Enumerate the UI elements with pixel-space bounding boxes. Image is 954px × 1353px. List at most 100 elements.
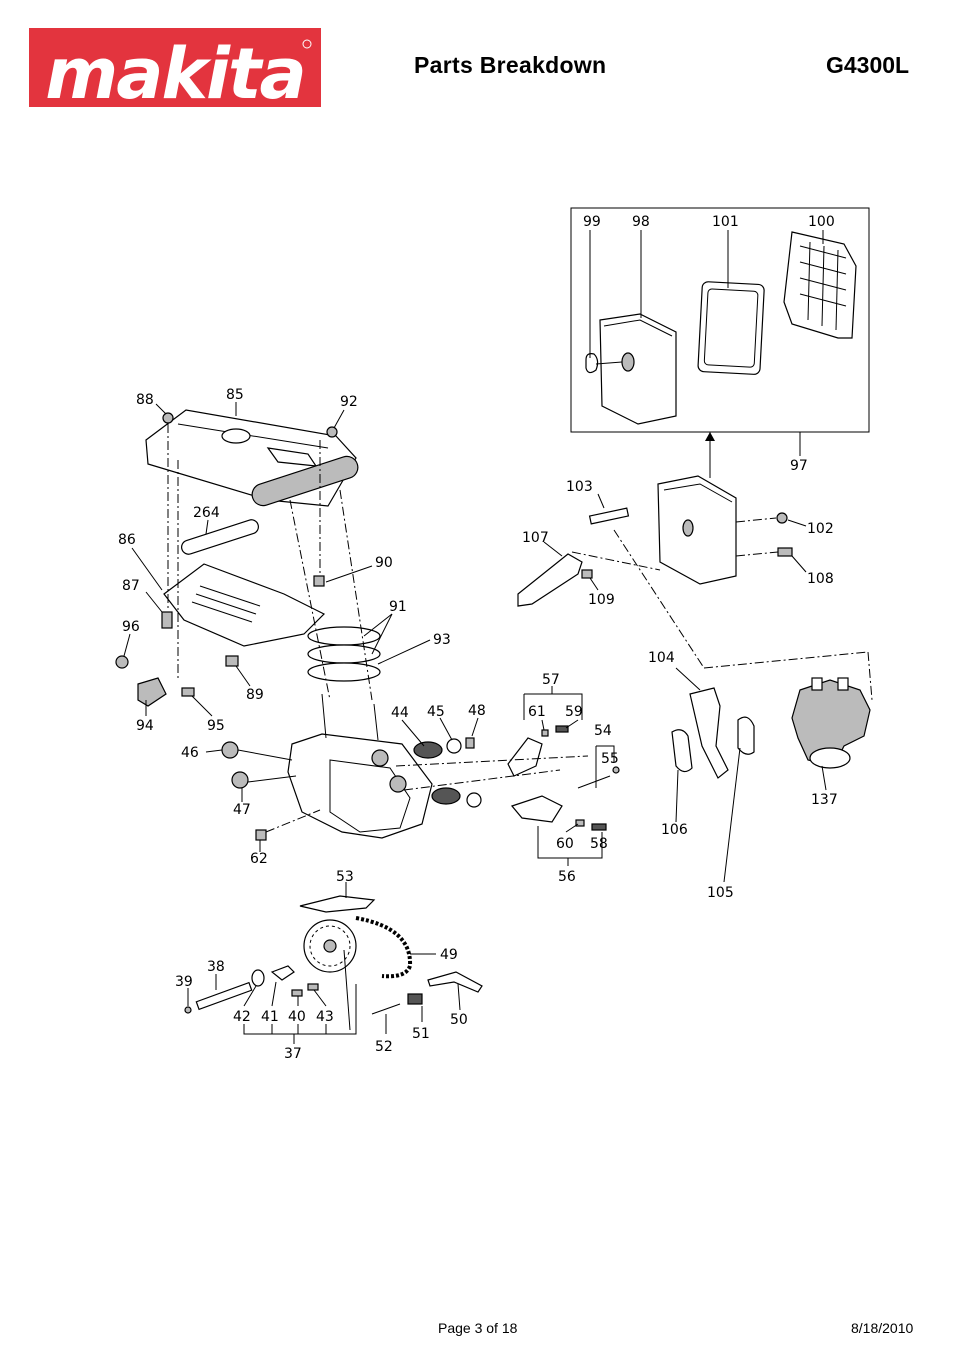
part-62-shape [255, 829, 267, 841]
label-49: 49 [440, 947, 458, 963]
part-96-shape [115, 655, 129, 669]
label-92: 92 [340, 394, 358, 410]
part-100-shape [783, 231, 857, 339]
label-102: 102 [807, 521, 834, 537]
label-60: 60 [556, 836, 574, 852]
label-103: 103 [566, 479, 593, 495]
part-44-shape [413, 741, 443, 759]
part-101-shape [697, 281, 765, 375]
label-89: 89 [246, 687, 264, 703]
part-52-shape [371, 1003, 401, 1015]
label-37: 37 [284, 1046, 302, 1062]
part-97-shape [657, 475, 737, 585]
part-106-shape [671, 729, 693, 773]
label-99: 99 [583, 214, 601, 230]
part-41-shape [270, 965, 295, 981]
label-50: 50 [450, 1012, 468, 1028]
part-87-shape [161, 611, 173, 629]
document-date: 8/18/2010 [851, 1320, 914, 1336]
label-61: 61 [528, 704, 546, 720]
part-264-shape [181, 519, 259, 555]
label-104: 104 [648, 650, 675, 666]
part-51-shape [407, 993, 423, 1005]
label-42: 42 [233, 1009, 251, 1025]
part-86-shape [163, 563, 326, 647]
label-54: 54 [594, 723, 612, 739]
muffler-pipe-shape [251, 455, 359, 507]
label-107: 107 [522, 530, 549, 546]
label-41: 41 [261, 1009, 279, 1025]
label-56: 56 [558, 869, 576, 885]
label-47: 47 [233, 802, 251, 818]
part-61-shape [541, 729, 549, 737]
part-38-shape [195, 981, 253, 1011]
part-56-shape [510, 795, 563, 823]
part-108-shape [777, 547, 793, 557]
label-87: 87 [122, 578, 140, 594]
part-49-shape [355, 916, 413, 979]
part-54-shape [577, 775, 611, 789]
part-47-shape [231, 771, 249, 789]
air-filter-inset-box [570, 207, 870, 433]
part-42-shape [251, 969, 265, 987]
part-46-shape [221, 741, 239, 759]
label-97: 97 [790, 458, 808, 474]
part-60-shape [575, 819, 585, 827]
part-92-shape [326, 426, 338, 438]
label-59: 59 [565, 704, 583, 720]
label-95: 95 [207, 718, 225, 734]
label-58: 58 [590, 836, 608, 852]
part-107-shape [517, 553, 583, 607]
label-52: 52 [375, 1039, 393, 1055]
label-101: 101 [712, 214, 739, 230]
makita-logo: makita [29, 28, 321, 107]
part-91-shape [307, 626, 381, 646]
label-109: 109 [588, 592, 615, 608]
part-90-shape [313, 575, 325, 587]
logo-wordmark: makita [45, 33, 304, 107]
part-98-shape [599, 313, 677, 425]
part-labels: 99 98 101 100 97 88 85 92 103 102 264 10… [118, 214, 838, 1062]
label-90: 90 [375, 555, 393, 571]
label-48: 48 [468, 703, 486, 719]
label-105: 105 [707, 885, 734, 901]
part-85-shape [145, 409, 357, 507]
label-46: 46 [181, 745, 199, 761]
label-53: 53 [336, 869, 354, 885]
label-93: 93 [433, 632, 451, 648]
label-45: 45 [427, 704, 445, 720]
page-title: Parts Breakdown [414, 52, 607, 78]
label-51: 51 [412, 1026, 430, 1042]
label-264: 264 [193, 505, 220, 521]
label-86: 86 [118, 532, 136, 548]
label-44: 44 [391, 705, 409, 721]
label-88: 88 [136, 392, 154, 408]
part-48-shape [465, 737, 475, 749]
part-105-shape [737, 716, 755, 755]
part-88-shape [162, 412, 174, 424]
part-137-shape [791, 679, 871, 767]
part-53-shape [299, 895, 376, 913]
part-103-shape [588, 507, 630, 525]
label-62: 62 [250, 851, 268, 867]
label-96: 96 [122, 619, 140, 635]
part-99-shape [585, 353, 599, 374]
part-109-shape [581, 569, 593, 579]
part-57-shape [507, 737, 543, 777]
part-50-shape [427, 971, 483, 993]
part-58-shape [591, 823, 607, 831]
label-91: 91 [389, 599, 407, 615]
label-40: 40 [288, 1009, 306, 1025]
label-57: 57 [542, 672, 560, 688]
part-102-shape [776, 512, 788, 524]
part-39-shape [184, 1006, 192, 1014]
label-100: 100 [808, 214, 835, 230]
label-39: 39 [175, 974, 193, 990]
registered-mark-icon [302, 39, 312, 49]
part-43-shape [307, 983, 319, 991]
part-55-shape [612, 766, 620, 774]
part-59-shape [555, 725, 569, 733]
inset-arrow-icon [705, 432, 715, 441]
label-108: 108 [807, 571, 834, 587]
